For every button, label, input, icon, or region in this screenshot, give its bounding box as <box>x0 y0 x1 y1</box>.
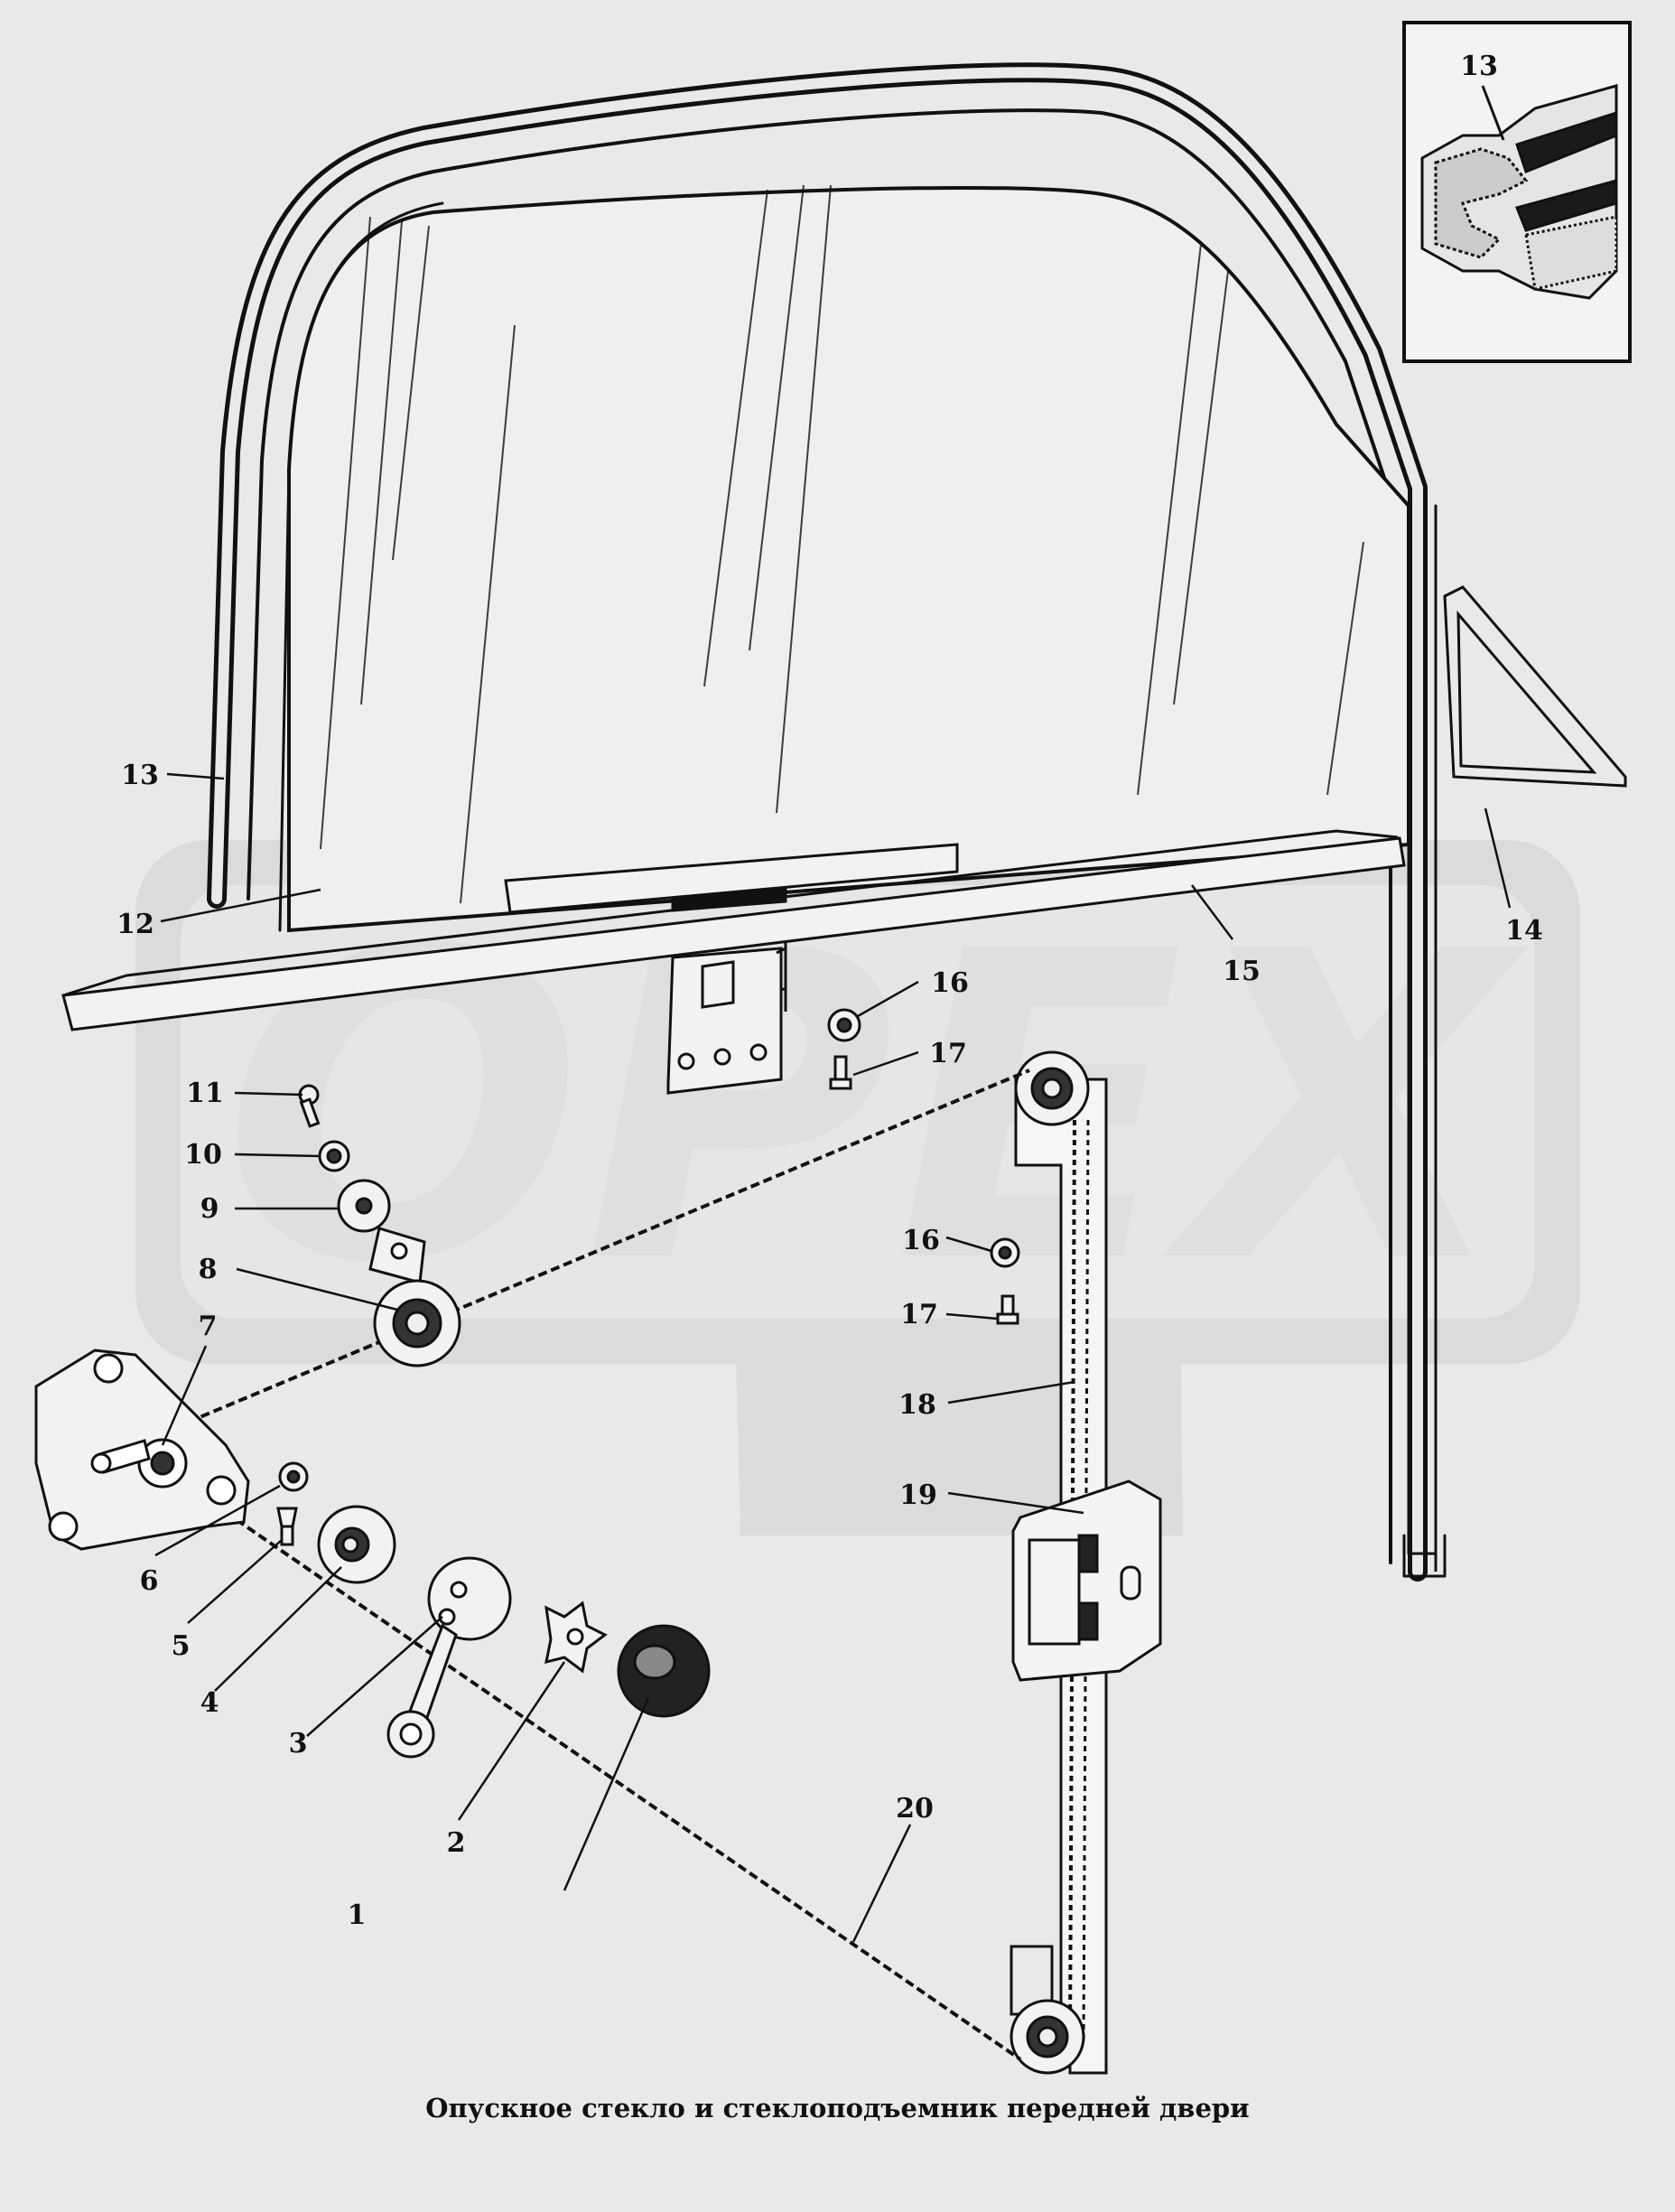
callout-10: 10 <box>184 1139 222 1171</box>
callout-1: 1 <box>348 1899 367 1931</box>
callout-17-lower: 17 <box>900 1299 938 1330</box>
callout-20: 20 <box>896 1793 934 1825</box>
washer-9 <box>337 1179 391 1233</box>
callout-17-upper: 17 <box>929 1038 967 1069</box>
knob-1 <box>617 1624 711 1718</box>
callout-2: 2 <box>447 1827 466 1859</box>
regulator-base <box>34 1349 250 1551</box>
drop-glass <box>287 184 1410 933</box>
callout-19: 19 <box>899 1479 937 1511</box>
callout-11: 11 <box>186 1078 224 1109</box>
callout-7: 7 <box>199 1311 218 1342</box>
belt-molding <box>61 829 1406 1031</box>
callout-labels: 1 2 3 4 5 6 7 8 9 10 11 12 13 14 15 16 1… <box>116 760 1543 1931</box>
callout-9: 9 <box>200 1193 219 1225</box>
seal-profile-inset: 13 <box>1402 21 1632 363</box>
callout-6: 6 <box>140 1565 159 1597</box>
nut-16-lower <box>990 1237 1020 1268</box>
glass-channel <box>504 843 959 1000</box>
washer-6 <box>278 1461 309 1492</box>
callout-16-lower: 16 <box>902 1225 940 1256</box>
slider-block <box>1011 1479 1162 1682</box>
diagram-caption: Опускное стекло и стеклоподъемник передн… <box>425 2093 1250 2123</box>
intermediate-pulley <box>368 1227 461 1367</box>
inset-callout-13: 13 <box>1460 51 1498 82</box>
callout-14: 14 <box>1505 915 1543 947</box>
washer-10 <box>318 1140 350 1172</box>
callout-16-upper: 16 <box>931 967 969 999</box>
watermark-text: OPEX <box>222 862 1529 1356</box>
callout-8: 8 <box>199 1254 218 1285</box>
callout-12: 12 <box>116 909 154 940</box>
leader-lines <box>154 772 1512 1943</box>
callout-3: 3 <box>289 1728 308 1759</box>
glass-bracket <box>666 946 787 1095</box>
upper-rail-pulley <box>1014 1050 1090 1126</box>
lower-rail-pulley <box>1010 1999 1085 2075</box>
nut-16-upper <box>827 1008 861 1042</box>
callout-13: 13 <box>121 760 159 791</box>
bolt-17-upper <box>829 1055 852 1090</box>
callout-4: 4 <box>200 1687 219 1719</box>
spacer-4 <box>317 1505 396 1584</box>
callout-18: 18 <box>898 1389 936 1421</box>
screw-5 <box>276 1507 298 1546</box>
callout-15: 15 <box>1223 956 1261 987</box>
screw-11 <box>298 1084 321 1128</box>
callout-5: 5 <box>172 1630 191 1662</box>
crank-handle-3 <box>386 1556 512 1759</box>
clip-2 <box>544 1601 608 1674</box>
vent-window-seal <box>1434 585 1627 1572</box>
cable <box>175 1069 1030 2061</box>
